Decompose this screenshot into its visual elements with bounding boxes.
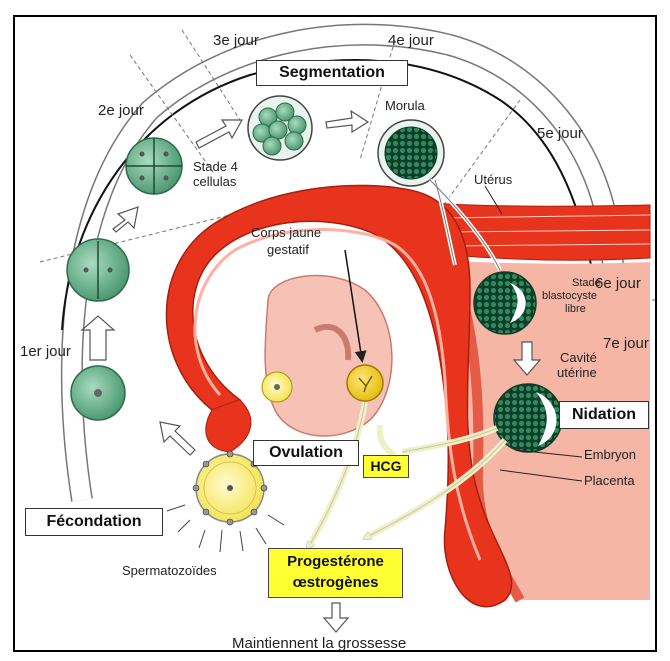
blasto-line3: libre [565,304,586,316]
segmentation-box: Segmentation [256,60,408,86]
segmentation-title: Segmentation [279,64,385,81]
ovulation-box: Ovulation [253,440,359,466]
hcg-box: HCG [363,455,409,478]
zygote-nucleus [94,389,102,397]
nidation-title: Nidation [572,406,636,423]
fecondation-box: Fécondation [25,508,163,536]
blastocyst [474,272,536,334]
ovulation-title: Ovulation [269,444,343,461]
ovulating-oocyte-nucleus [274,384,280,390]
day-2-label: 2e jour [98,103,144,119]
uterus-label: Utérus [474,173,512,187]
corps-jaune-line1: Corps jaune [251,226,321,240]
ovary [265,276,392,436]
blasto-line1: Stade [572,278,601,290]
hcg-label: HCG [370,458,401,474]
morula-mass [385,127,437,179]
spermatozoides-label: Spermatozoïdes [122,564,217,578]
day-1-label: 1er jour [20,344,71,360]
day-6-label: 6e jour [595,276,641,292]
corpus-luteum [347,365,383,401]
stade4-line2: cellulas [193,175,236,189]
embryon-label: Embryon [584,448,636,462]
progesterone-label: Progestérone [269,551,402,572]
day-3-label: 3e jour [213,33,259,49]
oocyte-nucleus [227,485,233,491]
corps-jaune-line2: gestatif [267,243,309,257]
blasto-line2: blastocyste [542,291,597,303]
nidation-box: Nidation [559,401,649,429]
stade4-line1: Stade 4 [193,160,238,174]
cavite-line2: utérine [557,366,597,380]
oestrogenes-label: œstrogènes [269,572,402,593]
maintiennent-label: Maintiennent la grossesse [232,636,406,652]
day-5-label: 5e jour [537,126,583,142]
morula-label: Morula [385,99,425,113]
placenta-label: Placenta [584,474,635,488]
cavite-line1: Cavité [560,351,597,365]
day-4-label: 4e jour [388,33,434,49]
fecondation-title: Fécondation [46,513,141,530]
day-7-label: 7e jour [603,336,649,352]
hormones-box: Progestérone œstrogènes [268,548,403,598]
